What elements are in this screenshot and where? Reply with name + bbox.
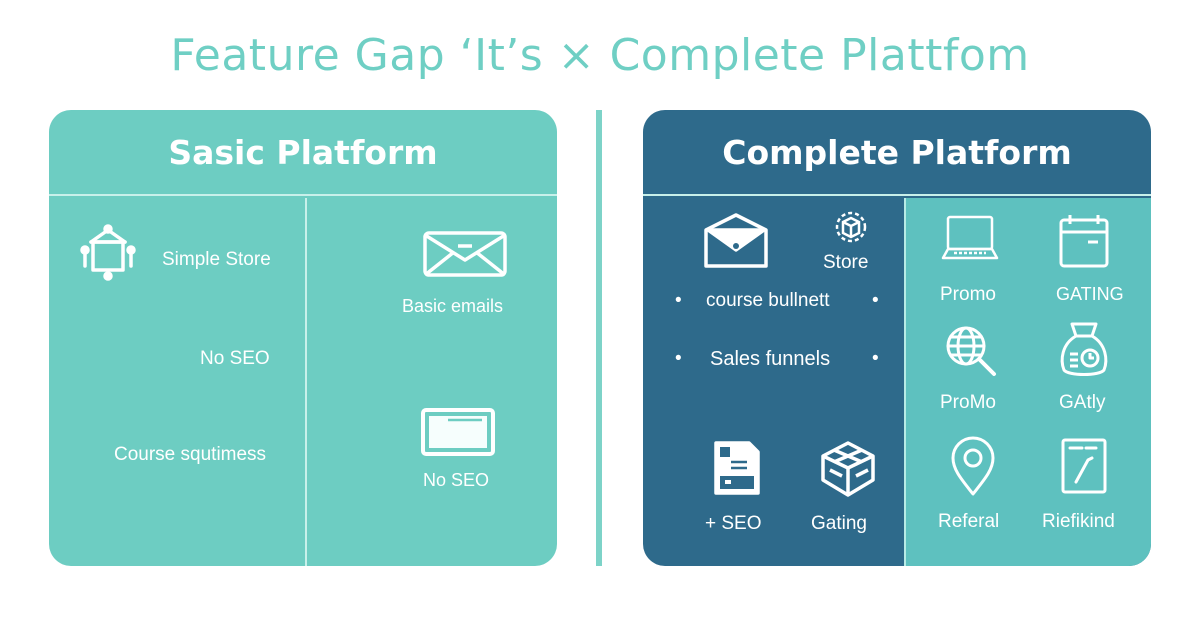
globe-search-icon	[944, 324, 1000, 380]
column-divider	[305, 198, 307, 566]
gear-box-icon	[832, 208, 870, 246]
basic-platform-panel: Sasic Platform Simple Store No SEO Cours…	[49, 110, 557, 566]
store-kiosk-icon	[79, 224, 137, 284]
bullet: •	[872, 290, 879, 311]
basic-item-label: Simple Store	[162, 249, 271, 270]
clipboard-icon	[1060, 436, 1108, 496]
complete-platform-header: Complete Platform	[643, 110, 1151, 196]
map-pin-icon	[950, 436, 996, 498]
comparison-divider	[596, 110, 602, 566]
page-title: Feature Gap ‘It’s × Complete Plattfom	[170, 30, 1030, 81]
bullet: •	[675, 348, 682, 369]
complete-platform-panel: Complete Platform Store • course bullnet…	[643, 110, 1151, 566]
column-divider	[904, 198, 906, 566]
complete-item-label: Sales funnels	[710, 348, 831, 370]
complete-item-label: Promo	[940, 284, 996, 305]
complete-item-label: GAtly	[1059, 392, 1106, 413]
complete-item-label: Gating	[811, 513, 867, 534]
complete-item-label: ProMo	[940, 392, 996, 413]
basic-item-label: Basic emails	[402, 296, 504, 316]
basic-item-label: No SEO	[200, 348, 270, 369]
complete-item-label: Store	[823, 252, 869, 273]
bullet: •	[675, 290, 682, 311]
complete-item-label: Referal	[938, 511, 1000, 532]
complete-item-label: Riefikind	[1042, 511, 1115, 532]
complete-right-column: Promo GATING ProMo	[906, 198, 1151, 566]
complete-item-label: GATING	[1056, 284, 1124, 304]
basic-platform-header: Sasic Platform	[49, 110, 557, 196]
basic-left-column: Simple Store No SEO Course squtimess	[49, 198, 305, 566]
envelope-icon	[422, 230, 508, 278]
basic-item-label: No SEO	[423, 470, 490, 490]
calendar-icon	[1058, 212, 1110, 270]
laptop-icon	[940, 214, 1000, 266]
basic-item-label: Course squtimess	[114, 444, 267, 465]
bullet: •	[872, 348, 879, 369]
complete-left-column: Store • course bullnett • • Sales funnel…	[643, 198, 904, 566]
complete-item-label: + SEO	[705, 513, 762, 534]
window-icon	[420, 407, 496, 457]
document-icon	[713, 440, 761, 496]
complete-item-label: course bullnett	[706, 290, 830, 311]
open-envelope-icon	[703, 212, 769, 270]
money-bag-icon	[1056, 318, 1112, 380]
crate-icon	[818, 440, 878, 498]
basic-right-column: Basic emails No SEO	[307, 198, 557, 566]
